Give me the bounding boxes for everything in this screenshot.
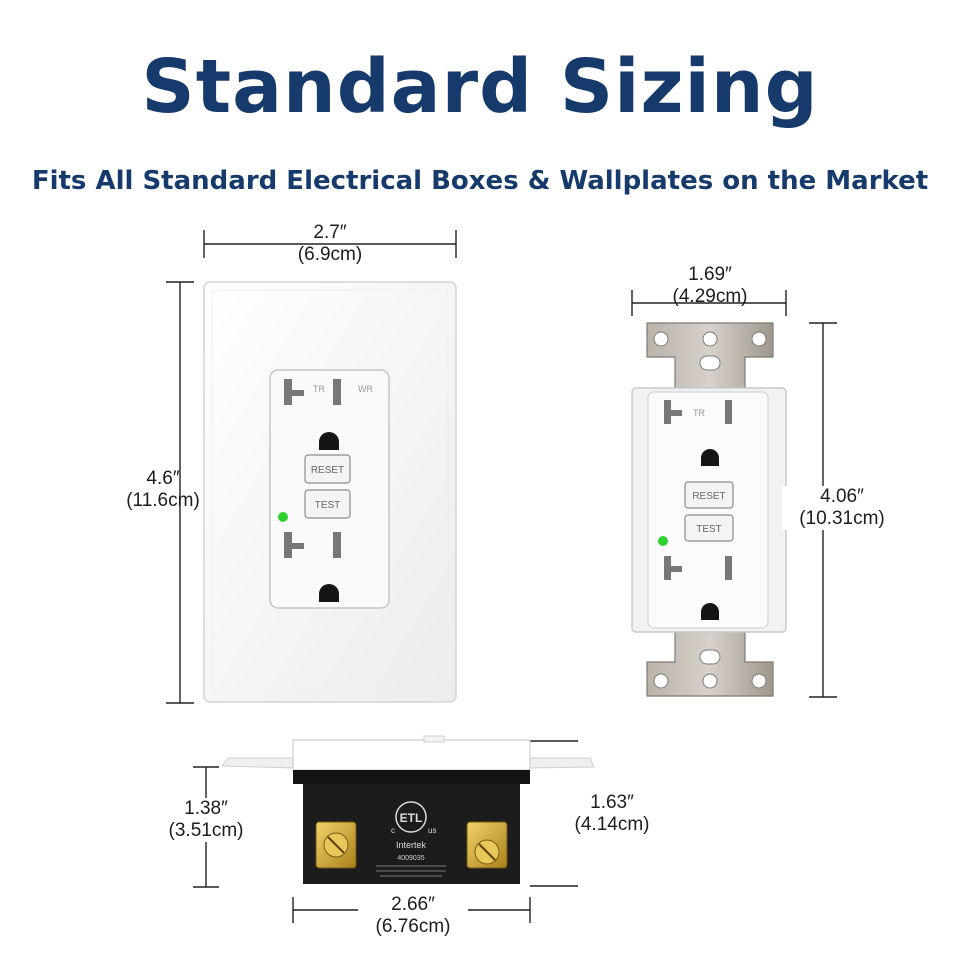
side-total-depth-dimension	[530, 740, 578, 887]
side-depth-label: 1.38″ (3.51cm)	[156, 798, 256, 842]
wr-marking: WR	[358, 384, 373, 394]
wallplate-height-cm: (11.6cm)	[126, 490, 200, 511]
top-ground-hole	[319, 432, 339, 450]
wallplate-width-in: 2.7″	[313, 222, 347, 243]
wallplate-height-in: 4.6″	[146, 468, 180, 489]
outlet-front-top-ground	[701, 449, 719, 466]
side-total-depth-cm: (4.14cm)	[574, 814, 650, 835]
page-subtitle: Fits All Standard Electrical Boxes & Wal…	[31, 166, 929, 196]
outlet-height-in: 4.06″	[820, 486, 864, 507]
outlet-front-bottom-slots	[664, 556, 732, 580]
etl-label: ETL	[400, 811, 423, 825]
wallplate-height-dimension	[166, 281, 194, 704]
side-width-in: 2.66″	[391, 894, 435, 915]
side-width-cm: (6.76cm)	[375, 916, 451, 937]
side-total-depth-label: 1.63″ (4.14cm)	[560, 792, 664, 836]
wallplate-height-label: 4.6″ (11.6cm)	[108, 468, 218, 512]
wallplate-width-cm: (6.9cm)	[297, 244, 363, 265]
page-title: Standard Sizing	[141, 44, 819, 130]
top-outlet-slots	[284, 379, 341, 405]
side-depth-in: 1.38″	[184, 798, 228, 819]
bottom-outlet-slots	[284, 532, 341, 558]
outlet-width-label: 1.69″ (4.29cm)	[660, 264, 760, 308]
outlet-height-label: 4.06″ (10.31cm)	[782, 486, 902, 530]
intertek-label: Intertek	[396, 840, 427, 850]
outlet-front-tr-marking: TR	[693, 408, 705, 418]
wallplate-width-label: 2.7″ (6.9cm)	[280, 222, 380, 266]
wallplate-width-dimension	[203, 230, 457, 258]
outlet-side-view: ETL c us Intertek 4009035	[221, 735, 595, 884]
side-depth-cm: (3.51cm)	[168, 820, 244, 841]
outlet-front-top-slots	[664, 400, 732, 424]
side-total-depth-in: 1.63″	[590, 792, 634, 813]
etl-c-label: c	[391, 826, 395, 835]
indicator-light	[278, 512, 288, 522]
outlet-front-test-label: TEST	[696, 524, 722, 535]
tr-marking: TR	[313, 384, 325, 394]
etl-us-label: us	[428, 826, 436, 835]
outlet-front-bottom-ground	[701, 603, 719, 620]
etl-logo	[395, 801, 427, 833]
bottom-ground-hole	[319, 584, 339, 602]
test-label: TEST	[315, 500, 341, 511]
outlet-front-test-button	[684, 514, 734, 542]
reset-button	[304, 454, 351, 484]
side-width-label: 2.66″ (6.76cm)	[358, 894, 468, 938]
outlet-front-indicator-light	[658, 536, 668, 546]
fine-print-lines	[376, 865, 446, 877]
outlet-front: TR RESET TEST	[631, 322, 787, 697]
outlet-height-cm: (10.31cm)	[799, 508, 885, 529]
outlet-front-reset-button	[684, 481, 734, 509]
intertek-code: 4009035	[397, 855, 424, 862]
outlet-front-reset-label: RESET	[692, 491, 725, 502]
wallplate: TR WR RESET TEST	[203, 281, 457, 703]
outlet-width-cm: (4.29cm)	[672, 286, 748, 307]
outlet-width-in: 1.69″	[688, 264, 732, 285]
reset-label: RESET	[311, 465, 344, 476]
outlet-width-dimension	[631, 290, 787, 316]
test-button	[304, 489, 351, 519]
